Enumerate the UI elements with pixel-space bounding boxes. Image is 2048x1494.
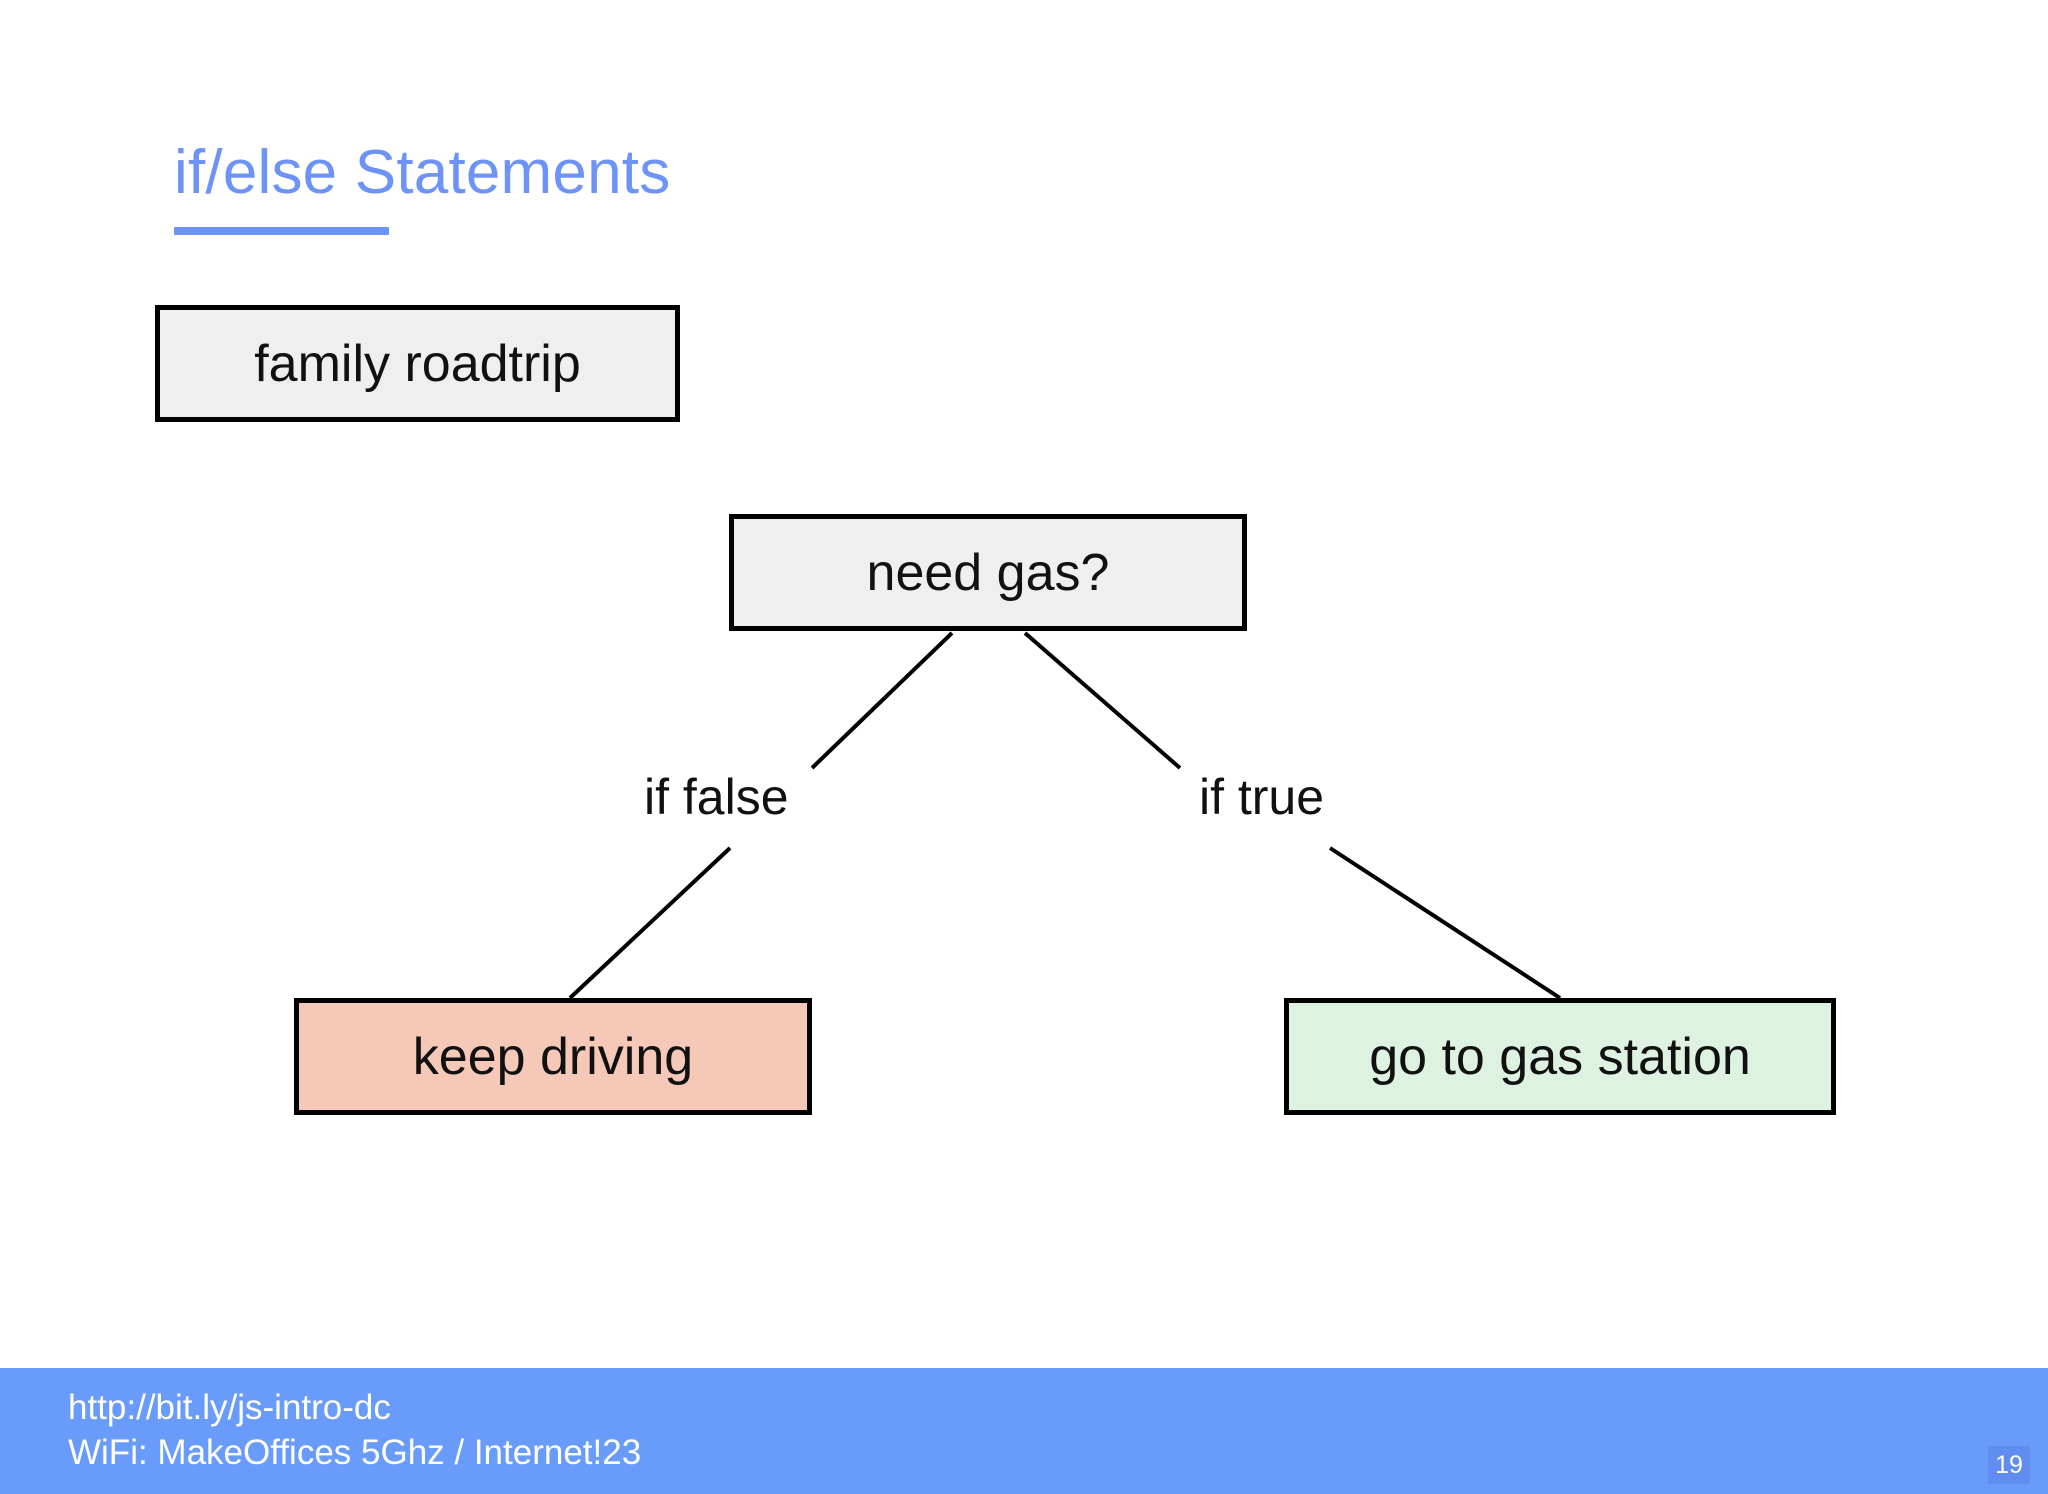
connector-need-gas-to-if-false-upper [810, 631, 954, 770]
flow-node-keep-driving: keep driving [294, 998, 812, 1115]
flow-node-label: keep driving [412, 1027, 694, 1086]
flow-node-label: need gas? [866, 543, 1110, 602]
page-title: if/else Statements [174, 138, 671, 207]
flow-node-family-roadtrip: family roadtrip [155, 305, 680, 422]
edge-label-if-true: if true [1185, 770, 1339, 825]
title-block: if/else Statements [174, 138, 1274, 236]
flow-node-need-gas: need gas? [729, 514, 1247, 631]
flow-node-go-to-gas-station: go to gas station [1284, 998, 1836, 1115]
footer-wifi-info: WiFi: MakeOffices 5Ghz / Internet!23 [68, 1432, 642, 1472]
connector-if-false-to-keep-driving [568, 846, 732, 1000]
footer-bar: http://bit.ly/js-intro-dc WiFi: MakeOffi… [0, 1368, 2048, 1494]
footer-url[interactable]: http://bit.ly/js-intro-dc [68, 1388, 391, 1427]
flow-node-label: go to gas station [1369, 1027, 1751, 1086]
title-underline-rule [174, 227, 389, 236]
footer-text-block: http://bit.ly/js-intro-dc WiFi: MakeOffi… [68, 1386, 641, 1476]
flow-node-label: family roadtrip [254, 334, 581, 393]
connector-need-gas-to-if-true-upper [1023, 631, 1182, 770]
slide-number-badge: 19 [1988, 1446, 2030, 1484]
edge-label-if-false: if false [630, 770, 803, 825]
connector-if-true-to-go-to-gas-station [1328, 846, 1562, 1000]
